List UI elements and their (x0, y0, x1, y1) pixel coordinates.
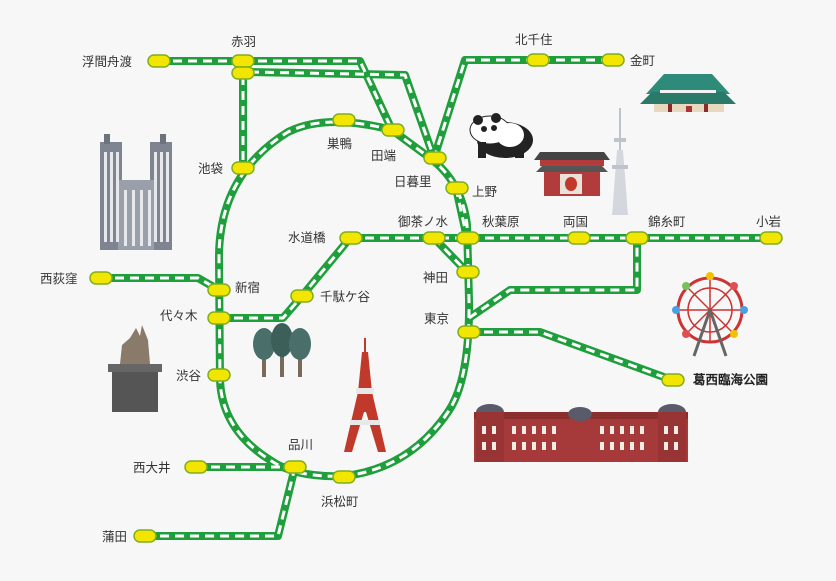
station-tokyo[interactable] (457, 325, 481, 339)
label-kamata: 蒲田 (102, 529, 127, 544)
tokyo-kasai-track-dash (469, 330, 673, 382)
label-yoyogi: 代々木 (160, 308, 198, 323)
station-akabane-lower[interactable] (231, 66, 255, 80)
station-ochanomizu[interactable] (422, 231, 446, 245)
tokyo-kinshicho-track-dash (468, 238, 639, 320)
nishiogikubo-shinjuku-track-dash (100, 276, 220, 292)
station-ryogoku[interactable] (567, 231, 591, 245)
shinagawa-kamata-track-dash (145, 466, 297, 538)
kanamachi-kitasenju-track-dash (432, 58, 610, 159)
station-nishi-ogikubo[interactable] (89, 271, 113, 285)
label-hamamatsucho: 浜松町 (321, 494, 359, 509)
label-sendagaya: 千駄ケ谷 (320, 289, 371, 304)
station-suidobashi[interactable] (339, 231, 363, 245)
station-shibuya[interactable] (207, 368, 231, 382)
ferris-wheel-icon (672, 272, 748, 357)
station-ukima-funado[interactable] (147, 54, 171, 68)
station-labels: 浮間舟渡 赤羽 北千住 金町 巣鴨 田端 池袋 日暮里 上野 水道橋 御茶ノ水 … (40, 32, 781, 544)
ueno-akihabara-track-dash (454, 187, 469, 239)
shrine-icon (640, 74, 736, 112)
station-ikebukuro[interactable] (231, 161, 255, 175)
station-kita-senju[interactable] (526, 53, 550, 67)
label-ochanomizu: 御茶ノ水 (398, 214, 449, 229)
label-kanamachi: 金町 (630, 53, 655, 68)
yoyogi-suidobashi-track (215, 234, 354, 322)
label-ikebukuro: 池袋 (198, 161, 224, 176)
label-ryogoku: 両国 (563, 214, 588, 229)
shinagawa-kamata-track (141, 463, 299, 540)
rail-tracks (96, 56, 774, 540)
label-nishi-oi: 西大井 (133, 460, 171, 475)
station-koiwa[interactable] (759, 231, 783, 245)
label-tokyo: 東京 (424, 311, 449, 326)
tokyo-kasai-track (465, 328, 676, 384)
label-ukima-funado: 浮間舟渡 (82, 54, 133, 69)
label-tabata: 田端 (371, 148, 396, 163)
tokyo-station-building-icon (474, 404, 688, 462)
tokyo-kinshicho-track (465, 234, 641, 322)
label-shinjuku: 新宿 (235, 280, 260, 295)
station-kasai-rinkai-koen[interactable] (661, 373, 685, 387)
label-akihabara: 秋葉原 (482, 214, 520, 229)
station-ueno[interactable] (445, 181, 469, 195)
station-hamamatsucho[interactable] (332, 470, 356, 484)
label-kita-senju: 北千住 (515, 32, 553, 47)
station-nishi-oi[interactable] (184, 460, 208, 474)
label-suidobashi: 水道橋 (288, 230, 326, 245)
label-shibuya: 渋谷 (176, 368, 202, 383)
tocho-building-icon (100, 134, 172, 250)
panda-icon (469, 113, 533, 158)
label-kinshicho: 錦糸町 (648, 214, 686, 229)
station-shinagawa[interactable] (283, 460, 307, 474)
label-ueno: 上野 (472, 184, 498, 199)
station-shinjuku[interactable] (207, 283, 231, 297)
label-nippori: 日暮里 (394, 174, 432, 189)
label-koiwa: 小岩 (756, 214, 781, 229)
yoyogi-suidobashi-track-dash (219, 237, 352, 320)
station-sendagaya[interactable] (290, 289, 314, 303)
station-kanamachi[interactable] (601, 53, 625, 67)
station-sugamo[interactable] (332, 113, 356, 127)
station-kamata[interactable] (133, 529, 157, 543)
yamanote-loop-track-dash (217, 120, 471, 478)
label-kanda: 神田 (423, 270, 448, 285)
station-kinshicho[interactable] (625, 231, 649, 245)
station-markers (89, 53, 783, 543)
tokyo-tower-icon (344, 338, 386, 452)
kaminarimon-gate-icon (534, 152, 610, 196)
forest-trees-icon (253, 323, 311, 377)
station-nippori[interactable] (423, 151, 447, 165)
station-tabata[interactable] (381, 123, 405, 137)
label-kasai-rinkai-koen: 葛西臨海公園 (692, 372, 768, 387)
label-akabane: 赤羽 (231, 34, 256, 49)
nishiogikubo-shinjuku-track (96, 274, 223, 294)
akabane-nippori-track-dash (249, 70, 436, 159)
hachiko-statue-icon (108, 325, 162, 412)
akabane-tabata-track-dash (243, 59, 394, 131)
station-akabane[interactable] (231, 54, 255, 68)
label-shinagawa: 品川 (288, 437, 313, 452)
station-yoyogi[interactable] (207, 311, 231, 325)
label-nishi-ogikubo: 西荻窪 (40, 271, 78, 286)
skytree-icon (612, 108, 628, 215)
station-kanda[interactable] (456, 265, 480, 279)
station-akihabara[interactable] (456, 231, 480, 245)
label-sugamo: 巣鴨 (327, 136, 353, 151)
